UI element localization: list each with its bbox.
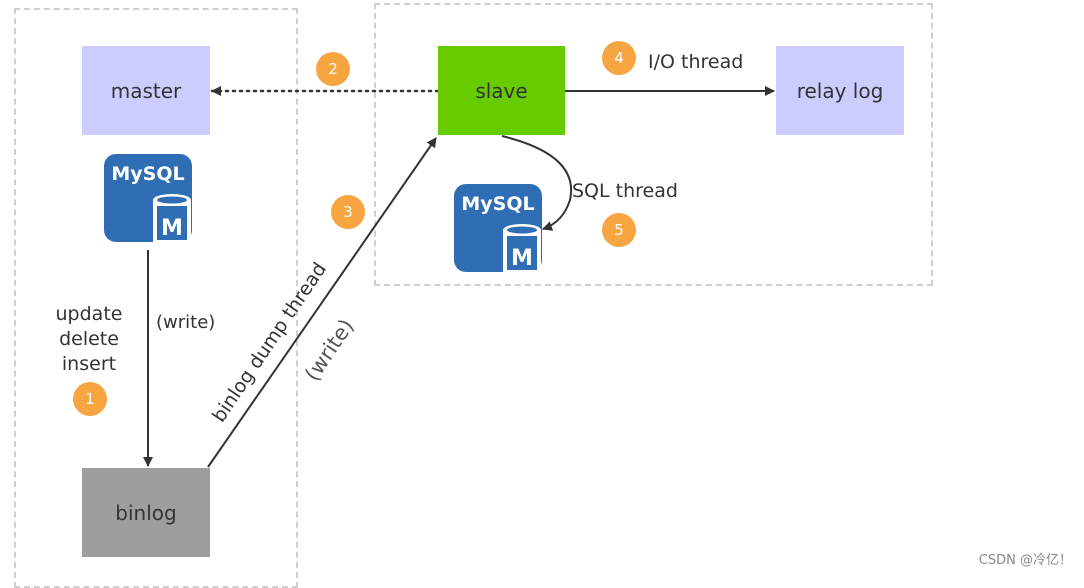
watermark-text: CSDN @冷亿！ — [978, 553, 1072, 568]
edges-layer — [143, 86, 775, 468]
step-4-badge: 4 — [602, 41, 636, 75]
step-3-badge: 3 — [331, 195, 365, 229]
slave-node: slave — [438, 46, 565, 135]
write-master-label: (write) — [156, 312, 216, 333]
binlog-node: binlog — [82, 468, 210, 557]
mysql-slave-text: MySQL — [461, 193, 534, 215]
mysql-slave-letter: M — [511, 246, 533, 271]
relay-log-label: relay log — [796, 78, 884, 103]
master-label: master — [110, 78, 182, 103]
edge-slave-to-mysql — [501, 135, 573, 231]
mysql-master-letter: M — [161, 216, 183, 241]
mysql-slave-icon: MySQL M — [452, 182, 544, 280]
binlog-label: binlog — [115, 500, 177, 525]
sql-thread-label: SQL thread — [572, 180, 678, 202]
io-thread-label: I/O thread — [648, 51, 744, 73]
step-5-badge: 5 — [602, 213, 636, 247]
update-label: update — [55, 303, 123, 325]
slave-region — [374, 3, 933, 286]
insert-label: insert — [61, 353, 117, 375]
relay-log-node: relay log — [776, 46, 904, 135]
step-1-badge: 1 — [73, 382, 107, 416]
edge-binlog-to-slave — [207, 137, 437, 468]
sql-ops-label: update delete insert — [44, 302, 134, 377]
step-2-badge: 2 — [316, 52, 350, 86]
master-node: master — [82, 46, 210, 135]
slave-label: slave — [475, 78, 528, 103]
mysql-master-icon: MySQL M — [102, 152, 194, 250]
delete-label: delete — [59, 328, 119, 350]
mysql-master-text: MySQL — [111, 163, 184, 185]
